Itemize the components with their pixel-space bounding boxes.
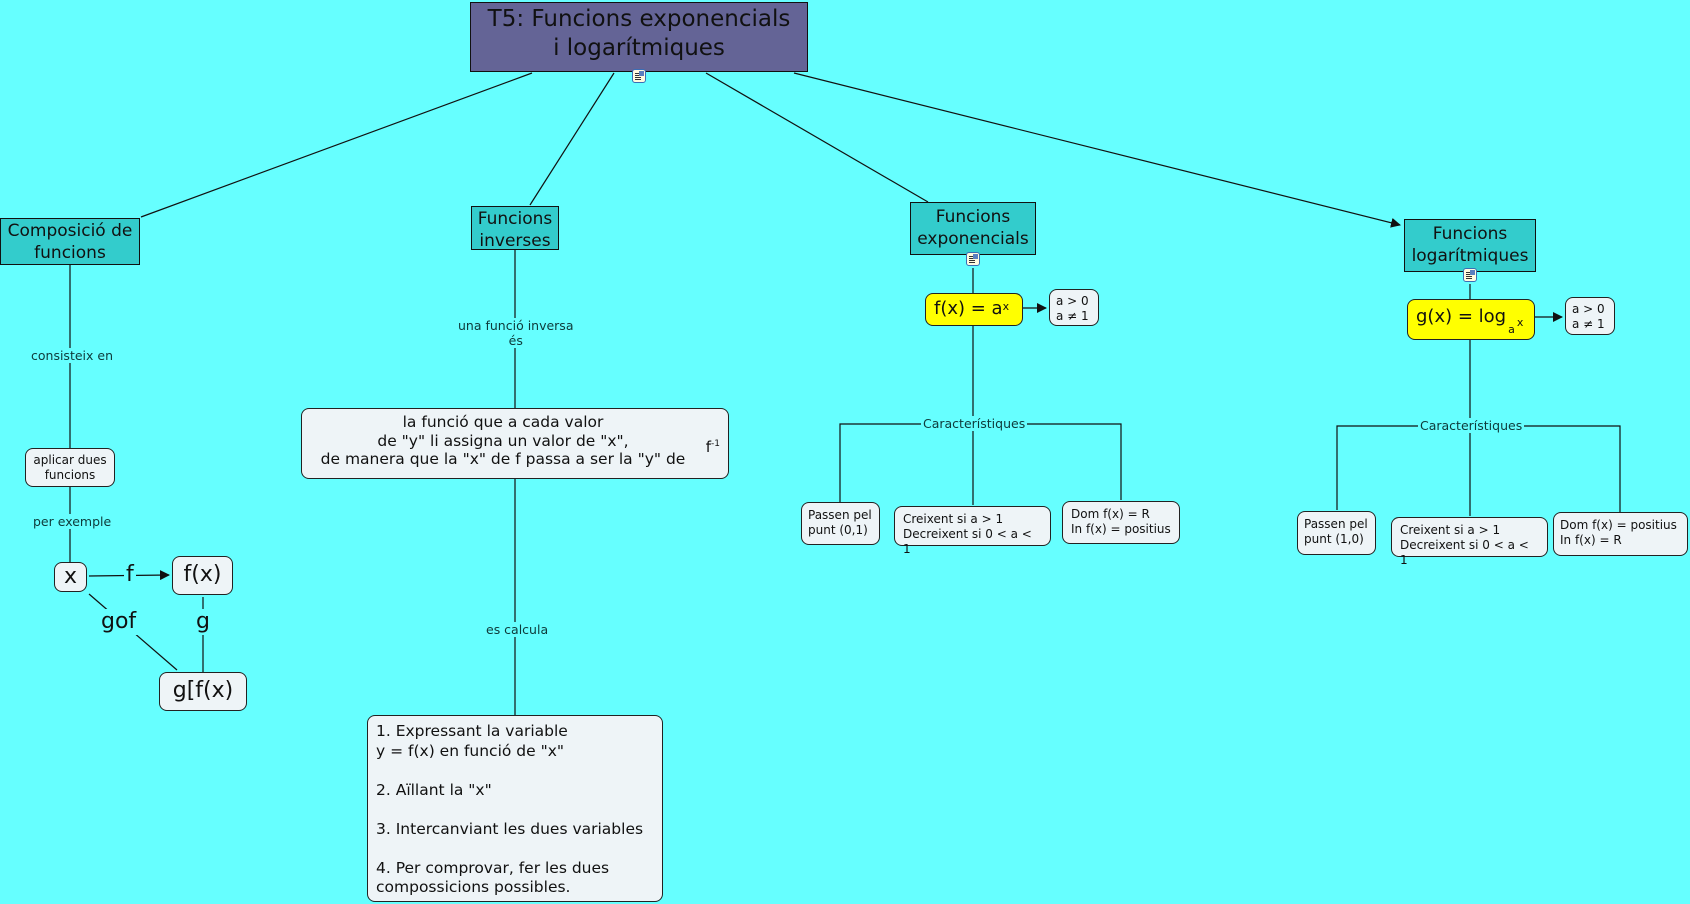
- node-exp-formula[interactable]: f(x) = ax: [925, 293, 1023, 326]
- note-icon[interactable]: [1463, 268, 1477, 282]
- node-log-feature-domain[interactable]: Dom f(x) = positius In f(x) = R: [1553, 512, 1688, 556]
- f-inverse-symbol: f-1: [705, 438, 720, 456]
- map-title[interactable]: T5: Funcions exponencials i logarítmique…: [470, 2, 808, 72]
- node-log-feature-monotonic[interactable]: Creixent si a > 1 Decreixent si 0 < a < …: [1391, 517, 1548, 567]
- node-apply-two-functions[interactable]: aplicar dues funcions: [25, 448, 115, 487]
- link-title-logarithmic: [793, 72, 1401, 228]
- node-inverse-definition[interactable]: la funció que a cada valor de "y" li ass…: [301, 408, 729, 479]
- node-log-feature-point[interactable]: Passen pel punt (1,0): [1297, 511, 1376, 555]
- link-label-g: g: [194, 609, 212, 635]
- topic-logarithmic[interactable]: Funcions logarítmiques: [1404, 219, 1536, 272]
- link-title-composition: [140, 72, 533, 218]
- node-log-formula[interactable]: g(x) = logax: [1407, 299, 1535, 340]
- step-2: 2. Aïllant la "x": [376, 780, 492, 799]
- link-label-una-funcio-inversa: una funció inversa és: [456, 318, 576, 348]
- link-label-es-calcula: es calcula: [484, 622, 551, 637]
- link-label-caracteristiques: Característiques: [1418, 418, 1525, 433]
- link-label-gof: gof: [99, 609, 139, 635]
- link-exp-features-bar: [839, 423, 1122, 502]
- note-icon[interactable]: [632, 69, 646, 83]
- link-title-inverse: [529, 72, 615, 206]
- node-exp-feature-monotonic[interactable]: Creixent si a > 1 Decreixent si 0 < a < …: [894, 506, 1051, 556]
- node-exp-feature-point[interactable]: Passen pel punt (0,1): [801, 502, 880, 545]
- topic-inverse[interactable]: Funcions inverses: [471, 206, 559, 251]
- note-icon[interactable]: [966, 252, 980, 266]
- link-label-consisteix: consisteix en: [29, 348, 115, 363]
- node-fx[interactable]: f(x): [172, 556, 233, 595]
- node-x[interactable]: x: [54, 562, 87, 592]
- step-3: 3. Intercanviant les dues variables: [376, 819, 644, 838]
- topic-composition[interactable]: Composició de funcions: [0, 218, 140, 265]
- node-exp-conditions[interactable]: a > 0 a ≠ 1: [1049, 289, 1099, 326]
- link-label-caracteristiques: Característiques: [921, 416, 1028, 431]
- link-label-f: f: [124, 562, 136, 588]
- node-gfx[interactable]: g[f(x): [159, 672, 247, 711]
- link-log-features-bar: [1336, 425, 1621, 512]
- node-exp-feature-domain[interactable]: Dom f(x) = R In f(x) = positius: [1062, 501, 1180, 544]
- node-log-conditions[interactable]: a > 0 a ≠ 1: [1565, 297, 1615, 335]
- link-title-exponential: [705, 72, 929, 203]
- topic-exponential[interactable]: Funcions exponencials: [910, 202, 1036, 255]
- link-label-per-exemple: per exemple: [31, 514, 114, 529]
